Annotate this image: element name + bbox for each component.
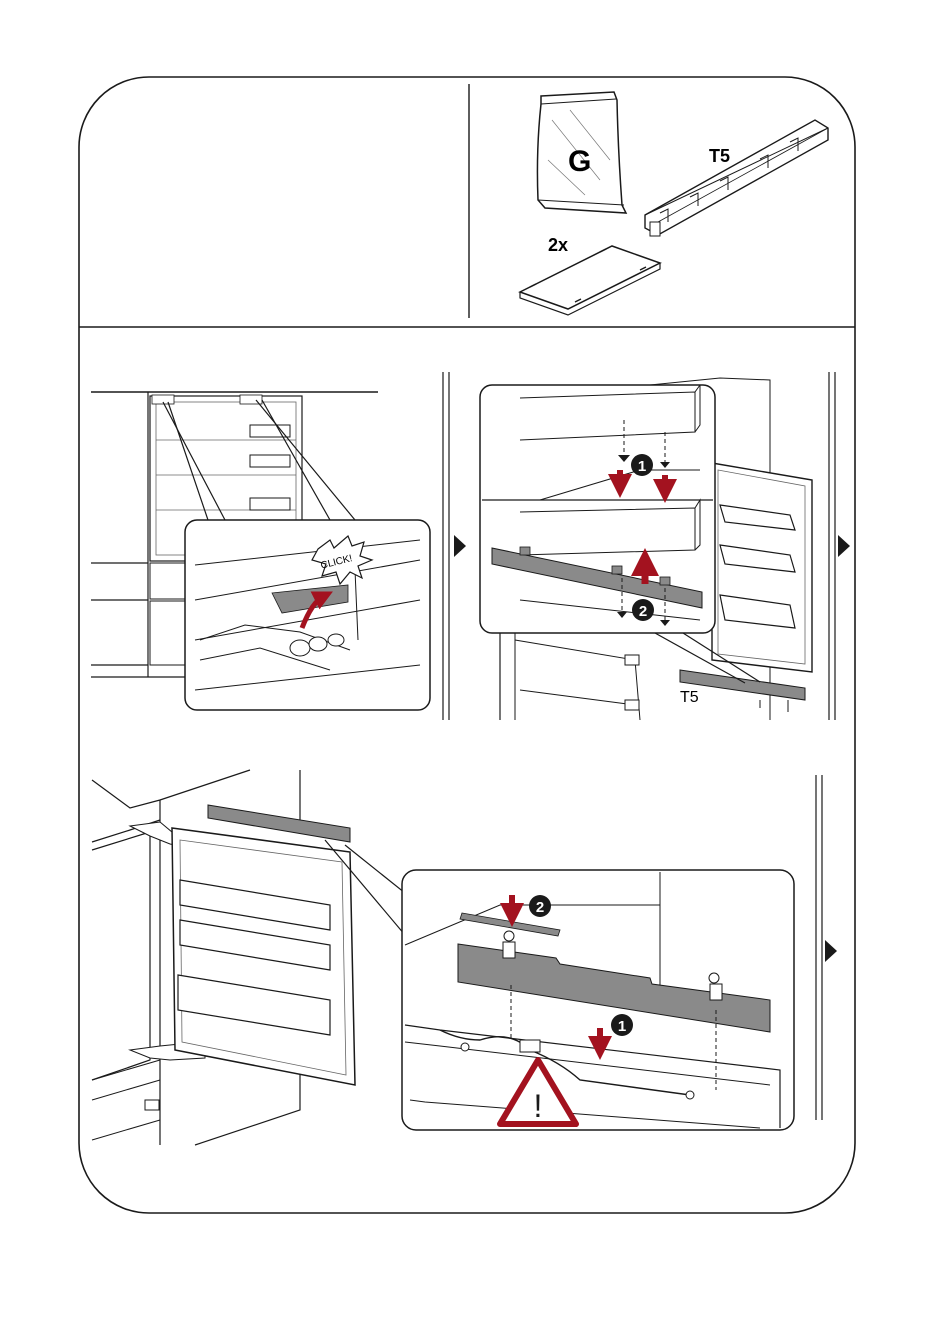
step-2-panel: T5 1 2 [480,378,812,720]
step-1-panel: CLICK! [91,392,430,710]
step-2-marker-2-label: 2 [639,603,647,620]
t5-rail: T5 [645,120,828,236]
warning-symbol: ! [534,1088,543,1124]
next-step-arrow-1 [454,535,466,557]
rail-label: T5 [709,146,730,166]
step-3-marker-2-label: 2 [536,899,544,916]
bag-letter: G [568,145,591,178]
step-3-panel: 2 1 ! [92,770,794,1145]
fixing-bag: G [537,92,626,213]
cover-panel: 2x [520,235,660,315]
step-3-marker-1-label: 1 [618,1018,626,1035]
next-step-arrow-3 [825,940,837,962]
panel-quantity: 2x [548,235,568,255]
rail-label-step-2: T5 [680,689,699,706]
parts-panel: G T5 2x [520,92,828,315]
installed-rail [680,670,805,700]
next-step-arrow-2 [838,535,850,557]
step-2-marker-1-label: 1 [638,458,646,475]
